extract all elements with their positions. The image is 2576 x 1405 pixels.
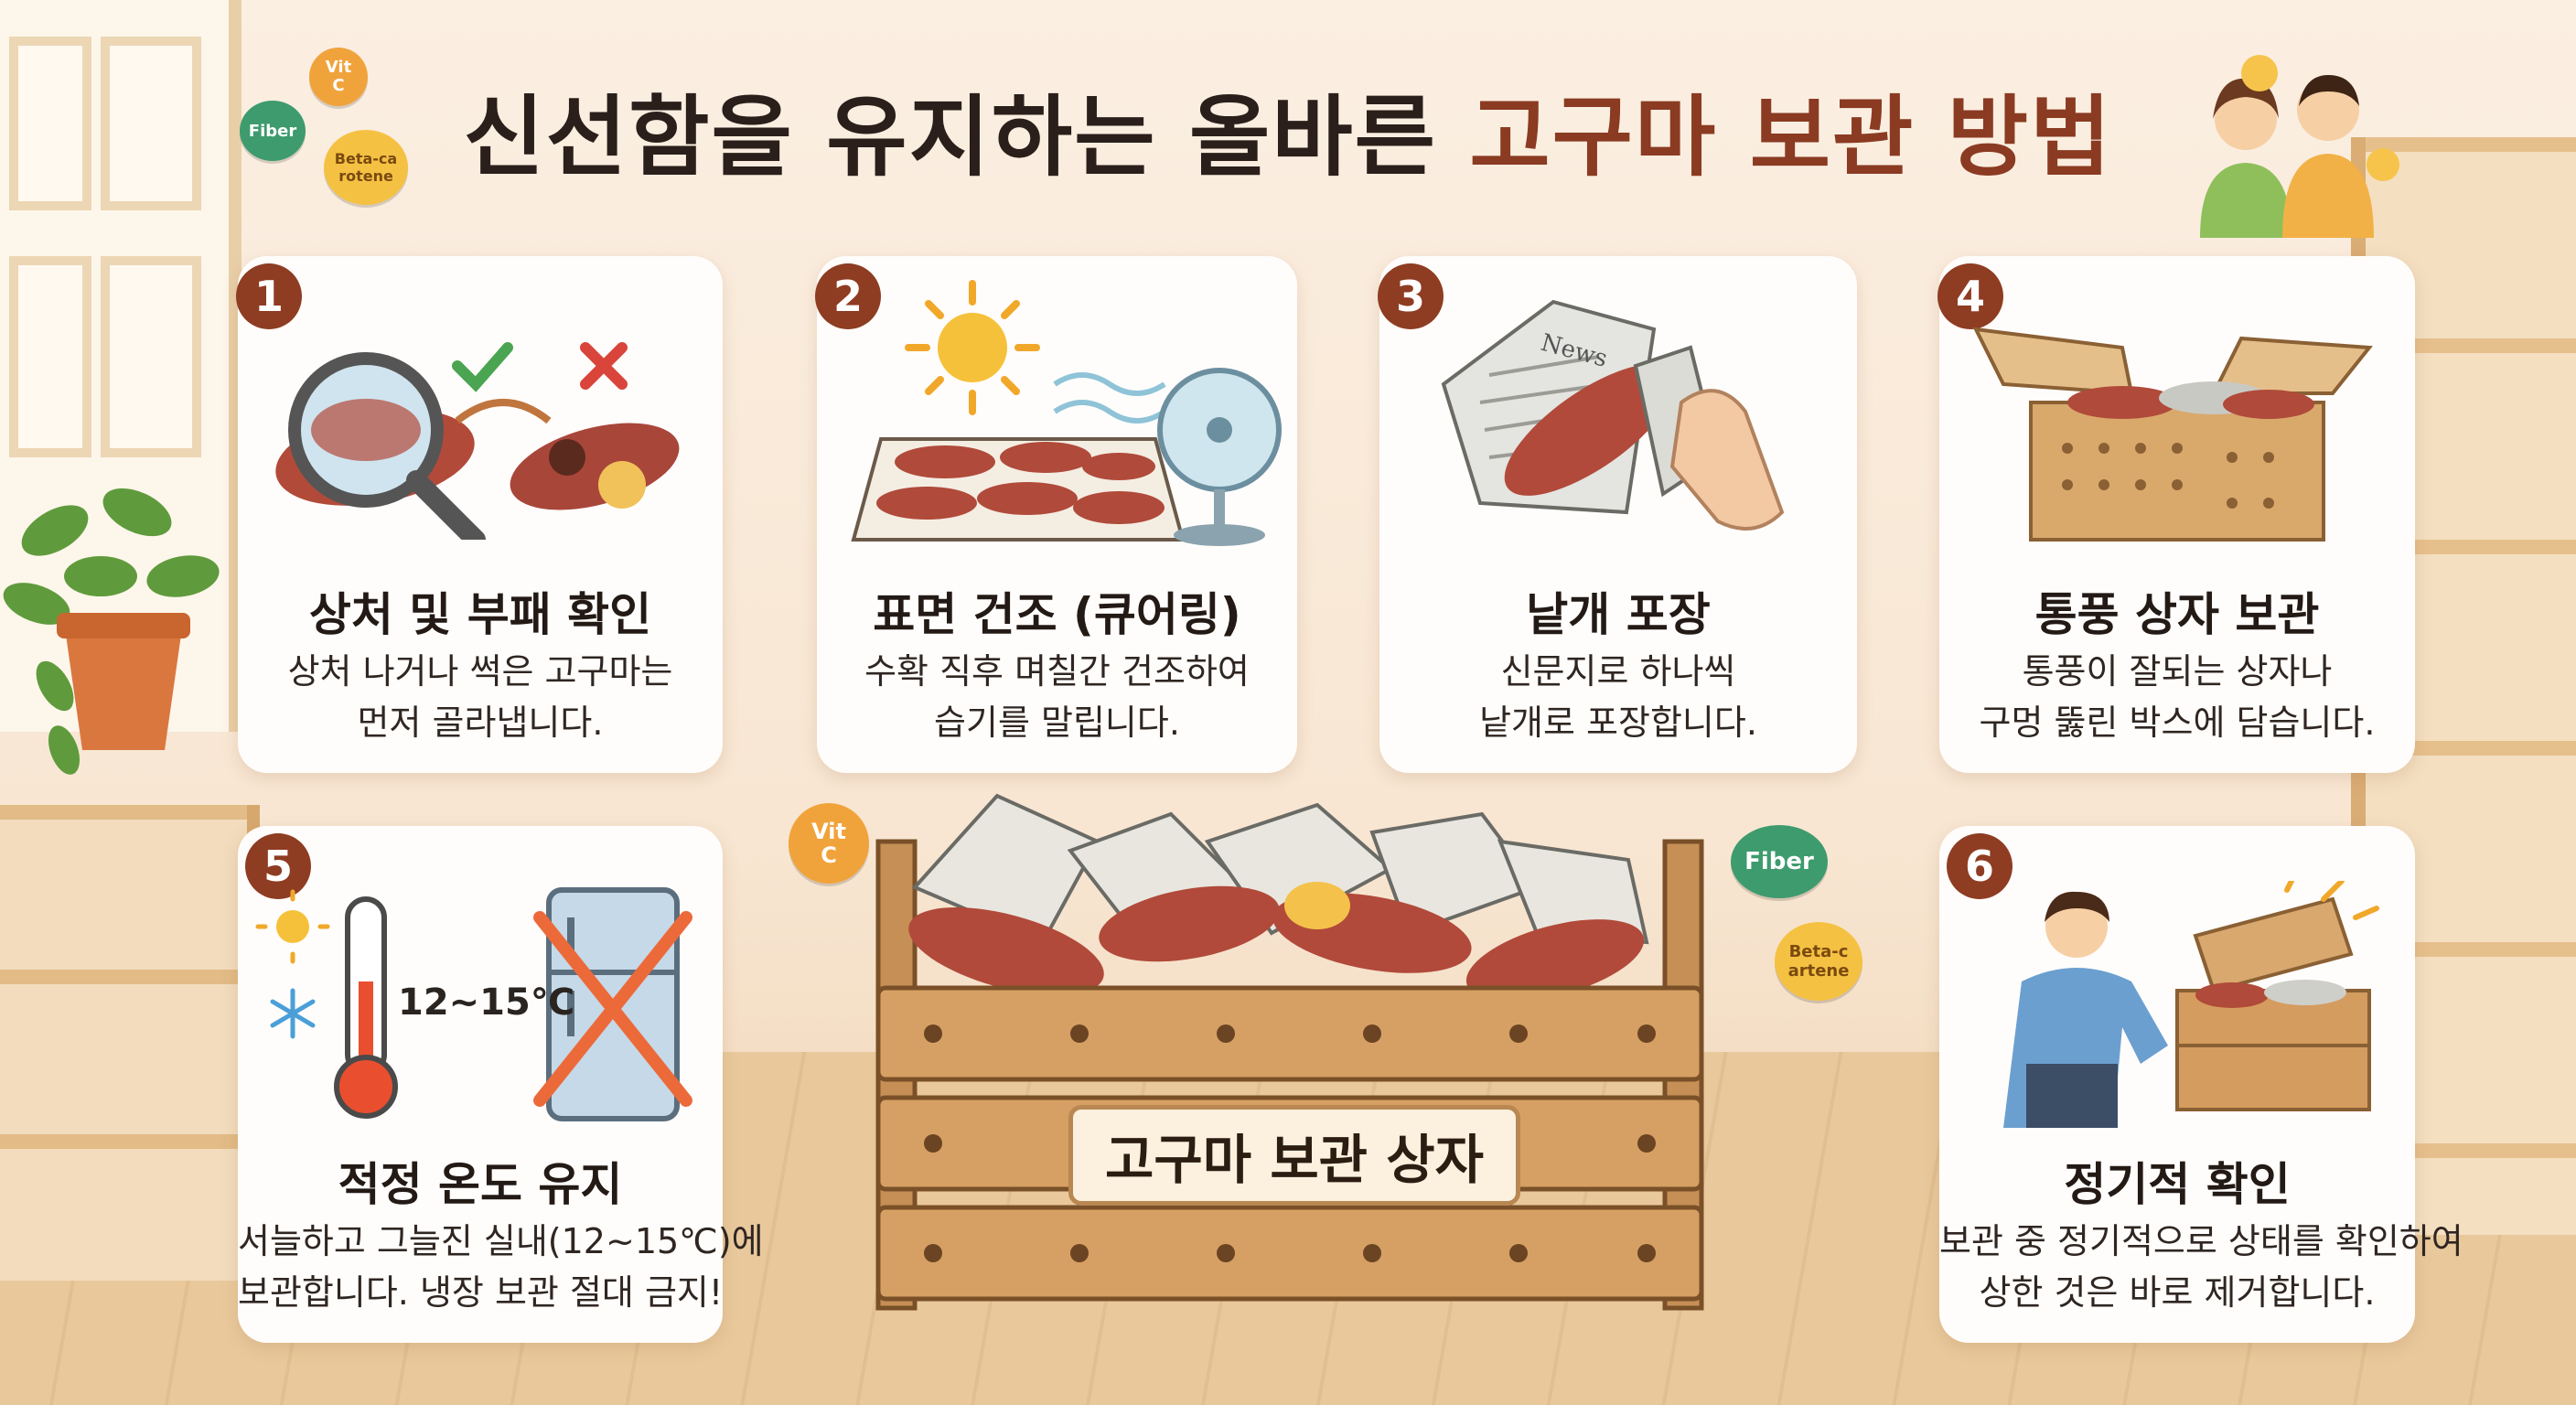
step-card-3: 3 News 낱개 포장 신문지로 하나씩 낱개로 포장합니다. — [1378, 256, 1857, 773]
step-number-badge: 2 — [815, 263, 881, 329]
step-card-6: 6 정기적 확인 보관 중 정기적으로 상태를 확인하여 상한 것은 바로 제거… — [1939, 826, 2463, 1343]
step-number-badge: 3 — [1378, 263, 1444, 329]
vit-c-badge-2: Vit C — [789, 803, 869, 884]
step-number-badge: 1 — [236, 263, 302, 329]
step-number-badge: 6 — [1947, 833, 2012, 899]
window — [0, 0, 242, 732]
step-title: 표면 건조 (큐어링) — [873, 588, 1241, 641]
step-card-1: 1 상처 및 부패 확인 상처 나거나 썩은 고구마는 먼저 골라냅니다. — [236, 256, 723, 773]
step-description: 통풍이 잘되는 상자나 구멍 뚫린 박스에 담습니다. — [1979, 651, 2376, 743]
step-card-2: 2 표면 건조 (큐어링) 수확 직후 며칠간 건조하여 습기를 말립니다. — [815, 256, 1297, 773]
step-card-5: 5 12~15℃ 적정 온도 유지 서늘하고 그늘진 실내(12~15℃)에 보… — [238, 826, 764, 1343]
step-title: 상처 및 부패 확인 — [308, 588, 652, 641]
potted-plant-icon — [3, 488, 220, 775]
step-description: 상처 나거나 썩은 고구마는 먼저 골라냅니다. — [287, 651, 673, 743]
drying-sun-fan-icon — [851, 280, 1282, 546]
vit-c-badge: Vit C — [309, 48, 368, 106]
title-main: 신선함을 유지하는 올바른 — [463, 86, 1437, 188]
step-number-badge: 5 — [245, 833, 311, 899]
newspaper-wrap-icon: News — [1441, 299, 1785, 531]
step-title: 적정 온도 유지 — [338, 1158, 623, 1211]
magnifier-inspect-icon — [275, 342, 680, 540]
ventilated-box-icon — [1972, 327, 2373, 542]
fiber-badge: Fiber — [240, 101, 306, 161]
beta-carotene-badge-2: Beta-cartene — [1775, 922, 1862, 1001]
person-checking-box-icon — [2003, 881, 2379, 1128]
crate-label: 고구마 보관 상자 — [1068, 1105, 1520, 1206]
step-title: 낱개 포장 — [1526, 588, 1711, 641]
family-icon — [2200, 55, 2399, 238]
step-description: 서늘하고 그늘진 실내(12~15℃)에 보관합니다. 냉장 보관 절대 금지! — [238, 1221, 764, 1313]
page-title: 신선함을 유지하는 올바른 고구마 보관 방법 — [0, 66, 2576, 193]
step-number-badge: 4 — [1937, 263, 2003, 329]
step-description: 신문지로 하나씩 낱개로 포장합니다. — [1479, 651, 1757, 743]
step-description: 수확 직후 며칠간 건조하여 습기를 말립니다. — [864, 651, 1250, 743]
step-description: 보관 중 정기적으로 상태를 확인하여 상한 것은 바로 제거합니다. — [1939, 1221, 2463, 1313]
temperature-label: 12~15℃ — [398, 981, 575, 1024]
pantry-shelf-left — [0, 805, 260, 1281]
step-card-4: 4 통풍 상자 보관 통풍이 잘되는 상자나 구멍 뚫린 박스에 담습니다. — [1937, 256, 2415, 773]
sweet-potato-crate-icon — [875, 793, 1704, 1311]
step-title: 정기적 확인 — [2064, 1158, 2291, 1211]
fiber-badge-2: Fiber — [1731, 825, 1828, 898]
step-title: 통풍 상자 보관 — [2034, 588, 2320, 641]
thermometer-no-fridge-icon — [255, 887, 692, 1121]
beta-carotene-badge: Beta-carotene — [324, 130, 408, 205]
title-accent: 고구마 보관 방법 — [1469, 86, 2113, 188]
